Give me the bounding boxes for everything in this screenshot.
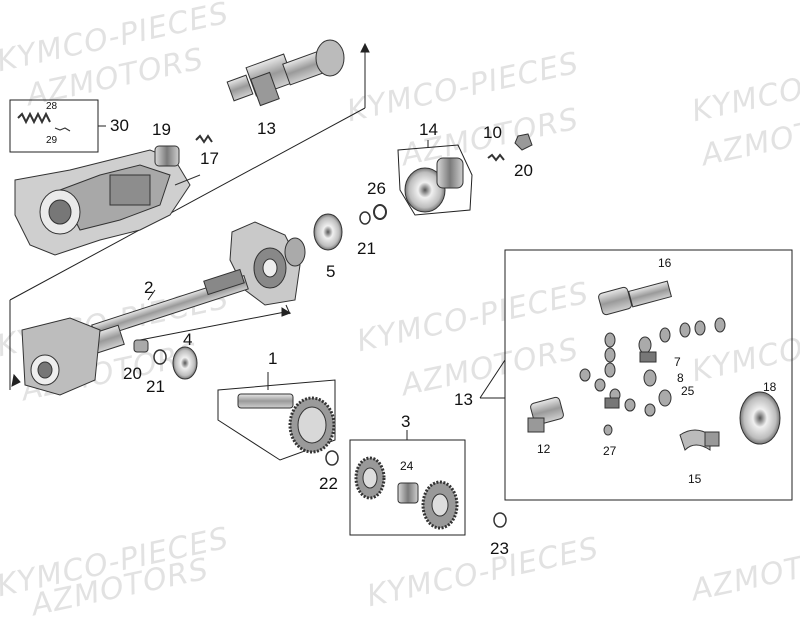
callout-13-right: 13 (454, 390, 473, 409)
callout-17: 17 (200, 149, 219, 168)
callout-19: 19 (152, 120, 171, 139)
callout-22: 22 (319, 474, 338, 493)
gear-disc-part-5 (313, 213, 343, 251)
callout-30: 30 (110, 116, 129, 135)
gearbox-housing-middle (229, 221, 306, 306)
yoke-part-16 (598, 280, 673, 316)
washer-part-21b (153, 349, 167, 365)
washer-part-22 (325, 450, 339, 466)
callout-20-top: 20 (514, 161, 533, 180)
washer-part-21a (359, 211, 371, 225)
drive-shaft-part-13 (226, 39, 345, 107)
callout-29: 29 (46, 135, 58, 146)
nut-part-20a (514, 133, 533, 151)
drive-shaft-part-2 (85, 268, 249, 356)
callout-16: 16 (658, 256, 672, 270)
callout-27: 27 (603, 444, 617, 458)
callout-23: 23 (490, 539, 509, 558)
callout-10: 10 (483, 123, 502, 142)
subassembly-box-14 (397, 144, 473, 216)
bearing-part-24 (397, 482, 419, 504)
nut-part-20b (133, 339, 149, 353)
spring-part-17 (195, 134, 213, 144)
callout-13-top: 13 (257, 119, 276, 138)
spider-gear-cluster (579, 317, 726, 436)
subassembly-box-13 (479, 249, 793, 501)
washer-part-23 (493, 512, 507, 528)
callout-25: 25 (681, 384, 695, 398)
bearing-part-14 (404, 157, 464, 213)
spring-part-28 (17, 111, 51, 125)
callout-20-bottom: 20 (123, 364, 142, 383)
gear-set-part-3 (354, 456, 459, 530)
callout-1: 1 (268, 349, 278, 368)
sleeve-part-19 (154, 145, 180, 167)
callout-3: 3 (401, 412, 411, 431)
spring-part-10 (487, 153, 505, 162)
ring-part-26 (373, 204, 387, 220)
callout-15: 15 (688, 472, 702, 486)
assembly-guide-line (9, 107, 366, 301)
callout-4: 4 (183, 330, 193, 349)
yoke-part-12 (527, 396, 564, 433)
arrow-head (360, 42, 370, 53)
callout-26: 26 (367, 179, 386, 198)
callout-12: 12 (537, 442, 551, 456)
callout-2: 2 (144, 278, 154, 297)
pinion-gear-part-1 (237, 393, 336, 454)
leader-lines (147, 140, 505, 440)
parts-drawing (9, 39, 793, 536)
callout-7: 7 (674, 355, 681, 369)
callout-18: 18 (763, 380, 777, 394)
pin-part-29 (54, 127, 71, 132)
ring-gear-part-18 (739, 391, 781, 445)
callout-8: 8 (677, 371, 684, 385)
transmission-housing-lower (21, 317, 101, 396)
callout-5: 5 (326, 262, 336, 281)
callout-21-top: 21 (357, 239, 376, 258)
gear-part-4 (172, 346, 198, 380)
callout-21-bottom: 21 (146, 377, 165, 396)
callout-28: 28 (46, 101, 58, 112)
callout-14: 14 (419, 120, 438, 139)
transmission-housing-upper (14, 149, 201, 256)
yoke-part-15 (679, 429, 720, 451)
callout-24: 24 (400, 459, 414, 473)
